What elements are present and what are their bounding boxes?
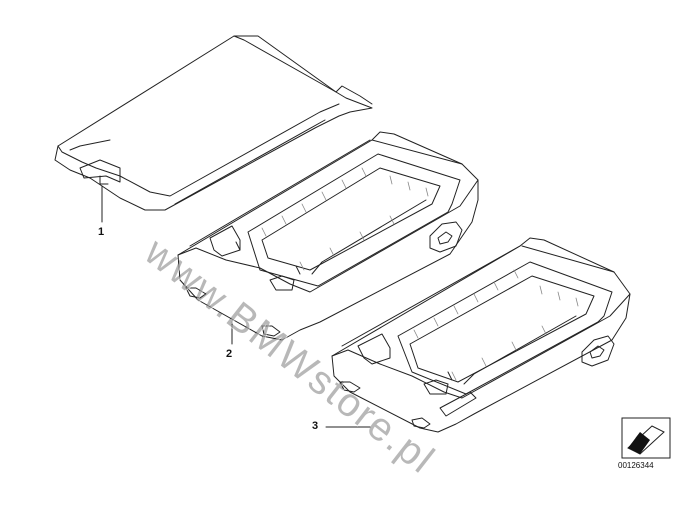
parts-diagram [54, 35, 671, 459]
callout-1: 1 [98, 226, 105, 238]
diagram-arrow-icon [621, 417, 671, 459]
callout-2: 2 [226, 348, 233, 360]
armrest-tray-part-2 [177, 131, 479, 341]
armrest-tray-part-3 [331, 237, 631, 433]
armrest-cover-part [54, 35, 373, 211]
diagram-id: 00126344 [618, 461, 654, 470]
callout-3: 3 [312, 420, 319, 432]
